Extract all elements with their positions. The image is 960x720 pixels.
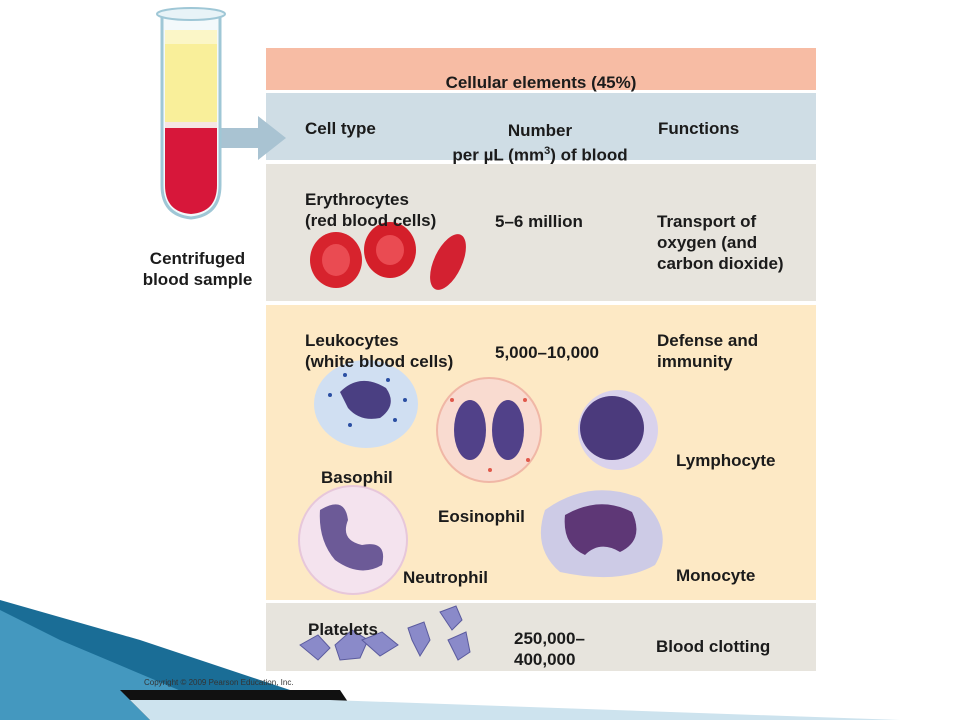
table-title: Cellular elements (45%) (445, 73, 637, 92)
leukocytes-number: 5,000–10,000 (495, 343, 599, 362)
leukocytes-name: Leukocytes (white blood cells) (305, 331, 454, 371)
column-number-line2: per µL (mm3) of blood (452, 145, 628, 165)
tube-label: Centrifuged blood sample (142, 249, 253, 289)
basophil-icon (314, 360, 418, 448)
neutrophil-label: Neutrophil (403, 568, 488, 587)
monocyte-icon (540, 490, 663, 578)
neutrophil-icon (298, 485, 408, 595)
erythrocytes-band (266, 164, 816, 301)
corner-swoosh-light (0, 610, 250, 720)
column-number: Number per µL (mm3) of blood (420, 120, 660, 166)
column-number-line1: Number (507, 121, 573, 140)
lymphocyte-icon (578, 390, 658, 470)
copyright-text: Copyright © 2009 Pearson Education, Inc. (144, 678, 294, 687)
erythrocyte-icon (310, 222, 466, 290)
column-functions: Functions (658, 119, 740, 138)
cellular-elements-header-band (266, 48, 816, 90)
column-header-band (266, 93, 816, 160)
monocyte-label: Monocyte (676, 566, 756, 585)
eosinophil-label: Eosinophil (438, 507, 525, 526)
lymphocyte-label: Lymphocyte (676, 451, 776, 470)
erythrocytes-number: 5–6 million (495, 212, 583, 231)
column-cell-type: Cell type (305, 119, 376, 138)
platelets-name: Platelets (308, 620, 378, 639)
arrow-icon (218, 116, 286, 160)
basophil-label: Basophil (321, 468, 393, 487)
test-tube-icon (156, 7, 226, 220)
corner-swoosh-pale (130, 700, 900, 720)
platelets-number: 250,000– 400,000 (514, 629, 585, 669)
leukocytes-function: Defense and immunity (657, 331, 759, 371)
platelets-function: Blood clotting (656, 637, 771, 656)
eosinophil-icon (436, 377, 542, 483)
erythrocytes-name: Erythrocytes (red blood cells) (305, 190, 437, 230)
platelets-icon (299, 605, 471, 661)
erythrocytes-function: Transport of oxygen (and carbon dioxide) (657, 212, 784, 273)
